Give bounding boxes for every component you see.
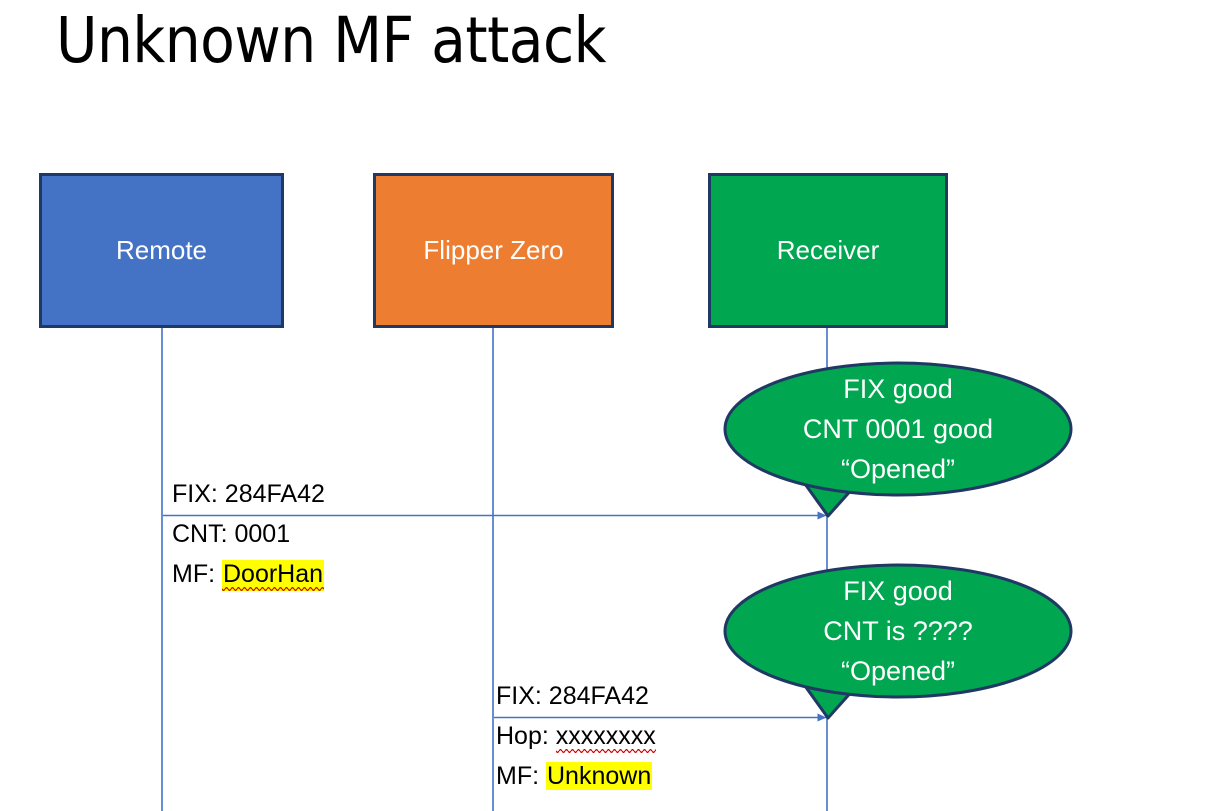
message-1-line-cnt: CNT: 0001 bbox=[172, 514, 325, 554]
message-1-cnt-value: 0001 bbox=[234, 520, 291, 548]
callout-2-line-2: CNT is ???? bbox=[823, 616, 973, 646]
message-2-line-fix: FIX: 284FA42 bbox=[496, 676, 656, 716]
message-2-line-mf: MF: Unknown bbox=[496, 756, 656, 796]
message-2-line-hop: Hop: xxxxxxxx bbox=[496, 716, 656, 756]
actor-box-receiver[interactable]: Receiver bbox=[708, 173, 948, 328]
message-1-mf-value: DoorHan bbox=[222, 560, 324, 591]
message-1-mf-prefix: MF: bbox=[172, 560, 222, 588]
message-2-mf-value: Unknown bbox=[546, 762, 653, 790]
callout-bubble-2 bbox=[723, 563, 1073, 720]
message-1-fix-value: 284FA42 bbox=[224, 480, 325, 508]
actor-box-remote[interactable]: Remote bbox=[39, 173, 284, 328]
message-2-hop-prefix: Hop: bbox=[496, 722, 556, 750]
actor-label-receiver: Receiver bbox=[776, 234, 880, 265]
message-label-1: FIX: 284FA42 CNT: 0001 MF: DoorHan bbox=[172, 474, 325, 594]
callout-2-line-1: FIX good bbox=[843, 576, 953, 606]
callout-1-line-2: CNT 0001 good bbox=[802, 414, 994, 444]
message-1-line-fix: FIX: 284FA42 bbox=[172, 474, 325, 514]
callout-1-line-3: “Opened” bbox=[840, 454, 956, 484]
message-label-2: FIX: 284FA42 Hop: xxxxxxxx MF: Unknown bbox=[496, 676, 656, 796]
actor-label-remote: Remote bbox=[115, 234, 208, 265]
message-1-fix-prefix: FIX: bbox=[172, 480, 225, 508]
callout-bubble-1 bbox=[723, 361, 1073, 518]
message-2-fix-value: 284FA42 bbox=[548, 682, 649, 710]
callout-2-text: FIX good CNT is ???? “Opened” bbox=[725, 571, 1071, 691]
actor-box-flipper-zero[interactable]: Flipper Zero bbox=[373, 173, 614, 328]
message-2-hop-value: xxxxxxxx bbox=[555, 722, 656, 753]
callout-1-text: FIX good CNT 0001 good “Opened” bbox=[725, 369, 1071, 489]
message-1-cnt-prefix: CNT: bbox=[172, 520, 235, 548]
callout-1-line-1: FIX good bbox=[843, 374, 953, 404]
page-title: Unknown MF attack bbox=[56, 4, 607, 77]
message-1-line-mf: MF: DoorHan bbox=[172, 554, 325, 594]
callout-2-line-3: “Opened” bbox=[840, 656, 956, 686]
actor-label-flipper-zero: Flipper Zero bbox=[423, 234, 564, 265]
message-2-mf-prefix: MF: bbox=[496, 762, 546, 790]
message-2-fix-prefix: FIX: bbox=[496, 682, 549, 710]
